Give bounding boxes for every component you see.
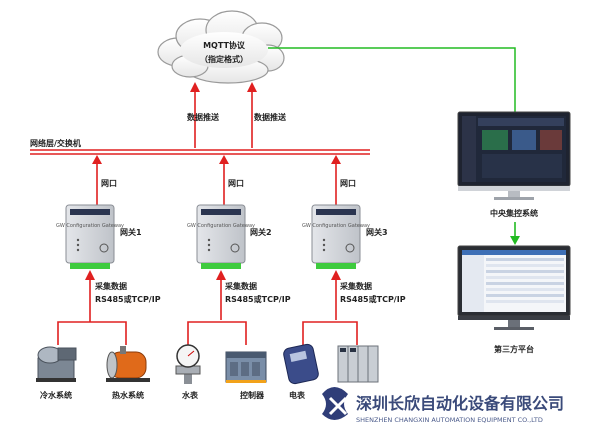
cooling-system-icon (36, 346, 77, 382)
heating-system-icon (106, 346, 150, 382)
company-logo-icon (322, 387, 348, 420)
collect-label-2-b: RS485或TCP/IP (225, 294, 291, 304)
collect-label-3-b: RS485或TCP/IP (340, 294, 406, 304)
push-label-left: 数据推送 (187, 112, 220, 122)
network-label: 网络层/交换机 (30, 138, 81, 148)
gateway-3-device-label: GW Configuration Gateway (302, 223, 370, 229)
power-meter-icon (283, 343, 319, 385)
collect-label-1-a: 采集数据 (94, 281, 127, 291)
port-label-2: 网口 (228, 179, 244, 188)
controller-icon (225, 351, 267, 383)
uplink-line (268, 47, 516, 112)
gateway-2-device-label: GW Configuration Gateway (187, 223, 255, 229)
third-party-monitor-label: 第三方平台 (494, 344, 534, 354)
device-bus-lines (57, 320, 358, 345)
controller-label: 控制器 (240, 390, 265, 400)
water-meter-icon (175, 344, 201, 384)
gateway-1-device-label: GW Configuration Gateway (56, 223, 124, 229)
water-meter-label: 水表 (181, 390, 199, 400)
gateway-2-name: 网关2 (250, 227, 272, 237)
central-monitor-label: 中央集控系统 (490, 208, 538, 218)
central-to-third-party-arrow (510, 222, 520, 245)
cloud-subtitle: （指定格式） (200, 54, 248, 64)
collect-label-3-a: 采集数据 (339, 281, 372, 291)
gateway-2: GW Configuration Gateway (187, 204, 255, 269)
gateway-1: GW Configuration Gateway (56, 204, 124, 269)
collect-label-1-b: RS485或TCP/IP (95, 294, 161, 304)
third-party-monitor (457, 245, 571, 330)
company-name-en: SHENZHEN CHANGXIN AUTOMATION EQUIPMENT C… (356, 416, 543, 424)
power-meter-label: 电表 (289, 390, 306, 400)
gateway-3: GW Configuration Gateway (302, 204, 370, 269)
cooling-system-label: 冷水系统 (40, 390, 72, 400)
collect-arrows (85, 270, 341, 320)
central-monitor (457, 111, 571, 200)
push-label-right: 数据推送 (254, 112, 287, 122)
mqtt-cloud: MQTT协议 （指定格式） (157, 10, 285, 84)
port-label-1: 网口 (101, 179, 117, 188)
network-bus (30, 149, 370, 155)
cloud-title: MQTT协议 (203, 40, 246, 50)
gateway-1-name: 网关1 (120, 227, 142, 237)
collect-label-2-a: 采集数据 (224, 281, 257, 291)
gateway-3-name: 网关3 (366, 227, 388, 237)
heating-system-label: 热水系统 (112, 390, 144, 400)
push-arrows (190, 82, 257, 148)
cabinet-icon (337, 345, 379, 383)
company-name-cn: 深圳长欣自动化设备有限公司 (356, 394, 564, 413)
gateway-uplinks (92, 155, 341, 205)
port-label-3: 网口 (340, 179, 356, 188)
